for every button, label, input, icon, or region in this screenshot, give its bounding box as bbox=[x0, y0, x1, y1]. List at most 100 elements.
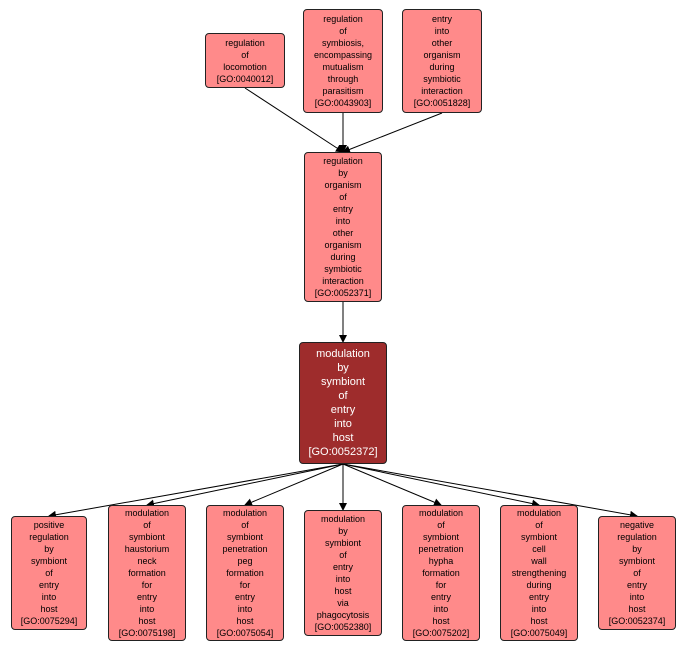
node-label-line: locomotion bbox=[223, 61, 267, 72]
node-label-line: host bbox=[40, 604, 58, 614]
node-label-line: [GO:0075054] bbox=[216, 628, 274, 638]
node-label-line: formation bbox=[226, 568, 264, 578]
node-label-line: of bbox=[633, 568, 641, 578]
node-label-line: haustorium bbox=[124, 544, 170, 554]
node-label-line: phagocytosis bbox=[316, 610, 370, 620]
node-label-line: entry bbox=[136, 592, 157, 602]
node-label-line: into bbox=[629, 592, 645, 602]
node-label-line: host bbox=[530, 616, 548, 626]
node-label-line: symbiont bbox=[618, 556, 655, 566]
node-label-line: symbiotic bbox=[423, 74, 461, 84]
node-label-line: of bbox=[241, 520, 249, 530]
node-label-line: of bbox=[45, 568, 53, 578]
node-label-line: [GO:0075294] bbox=[20, 616, 78, 626]
node-label-line: via bbox=[337, 598, 349, 608]
node-label-line: into bbox=[139, 604, 155, 614]
node-label-line: modulation bbox=[124, 508, 170, 518]
node-label-line: regulation bbox=[225, 37, 265, 48]
node-label-line: during bbox=[429, 62, 455, 72]
node-label-line: of bbox=[437, 520, 445, 530]
node-label-line: symbiont bbox=[30, 556, 67, 566]
node-label-line: modulation bbox=[320, 514, 366, 524]
node-label-line: by bbox=[338, 526, 348, 536]
node-label-line: [GO:0052380] bbox=[314, 622, 372, 632]
node-label-line: peg bbox=[237, 556, 253, 566]
node-label-line: entry bbox=[330, 404, 356, 416]
node-label-line: [GO:0040012] bbox=[216, 73, 274, 84]
node-label-line: entry bbox=[38, 580, 59, 590]
node-label-line: formation bbox=[128, 568, 166, 578]
node-label-line: symbiont bbox=[324, 538, 361, 548]
node-label-line: penetration bbox=[222, 544, 268, 554]
edge-arrow bbox=[342, 463, 442, 506]
node-label-line: into bbox=[335, 574, 351, 584]
node-label-line: [GO:0051828] bbox=[413, 98, 471, 108]
node-label-line: into bbox=[434, 26, 450, 36]
node-label-line: symbiont bbox=[422, 532, 459, 542]
node-label-line: of bbox=[339, 192, 347, 202]
edge-arrow bbox=[244, 87, 344, 153]
node-label-line: host bbox=[628, 604, 646, 614]
node-label-line: strengthening bbox=[511, 568, 567, 578]
node-label-line: organism bbox=[423, 50, 461, 60]
node-label-line: into bbox=[334, 418, 352, 430]
node-label-line: modulation bbox=[222, 508, 268, 518]
node-label-line: host bbox=[236, 616, 254, 626]
node-label-line: symbiont bbox=[128, 532, 165, 542]
node-label-line: symbiont bbox=[520, 532, 557, 542]
node-label-line: [GO:0052374] bbox=[608, 616, 666, 626]
node-label-line: regulation bbox=[323, 156, 363, 166]
node-label-line: by bbox=[338, 168, 348, 178]
node-label-line: wall bbox=[531, 556, 547, 566]
node-label-line: modulation bbox=[316, 348, 370, 360]
edge-arrow bbox=[342, 463, 638, 519]
node-label-line: regulation bbox=[323, 14, 363, 24]
node-label-line: entry bbox=[332, 562, 353, 572]
node-label-line: by bbox=[632, 544, 642, 554]
node-label-line: interaction bbox=[322, 276, 364, 286]
node-label-line: organism bbox=[324, 180, 362, 190]
node-label-line: for bbox=[435, 580, 447, 590]
node-label-line: mutualism bbox=[322, 62, 364, 72]
node-label-line: [GO:0043903] bbox=[314, 98, 372, 108]
node-label-line: entry bbox=[430, 592, 451, 602]
node-label-line: hypha bbox=[428, 556, 454, 566]
node-label-line: other bbox=[332, 228, 354, 238]
node-label-line: during bbox=[330, 252, 356, 262]
edge-arrow bbox=[342, 112, 443, 154]
node-label-line: symbiosis, bbox=[321, 38, 364, 48]
node-label-line: positive bbox=[33, 520, 65, 530]
node-label-line: host bbox=[334, 586, 352, 596]
go-term-node-go-0052380[interactable]: modulation by symbiont of entry into host via ph… bbox=[304, 510, 382, 636]
node-label-line: [GO:0075202] bbox=[412, 628, 470, 638]
node-label-line: entry bbox=[626, 580, 647, 590]
node-label-line: formation bbox=[422, 568, 460, 578]
node-label-line: for bbox=[141, 580, 153, 590]
node-label-line: organism bbox=[324, 240, 362, 250]
node-label-line: into bbox=[433, 604, 449, 614]
edge-arrow bbox=[244, 463, 344, 506]
node-label-line: symbiont bbox=[320, 376, 366, 388]
node-label-line: during bbox=[526, 580, 552, 590]
node-label-line: entry bbox=[332, 204, 353, 214]
node-label-line: of bbox=[143, 520, 151, 530]
node-label-line: modulation bbox=[516, 508, 562, 518]
go-term-node-go-0075054[interactable]: modulation of symbiont penetration peg format… bbox=[206, 505, 284, 641]
node-label-line: of bbox=[339, 26, 347, 36]
node-label-line: into bbox=[41, 592, 57, 602]
node-label-line: symbiont bbox=[226, 532, 263, 542]
node-label-line: [GO:0075049] bbox=[510, 628, 568, 638]
node-label-line: regulation bbox=[29, 532, 69, 542]
node-label-line: of bbox=[339, 550, 347, 560]
node-label-line: penetration bbox=[418, 544, 464, 554]
